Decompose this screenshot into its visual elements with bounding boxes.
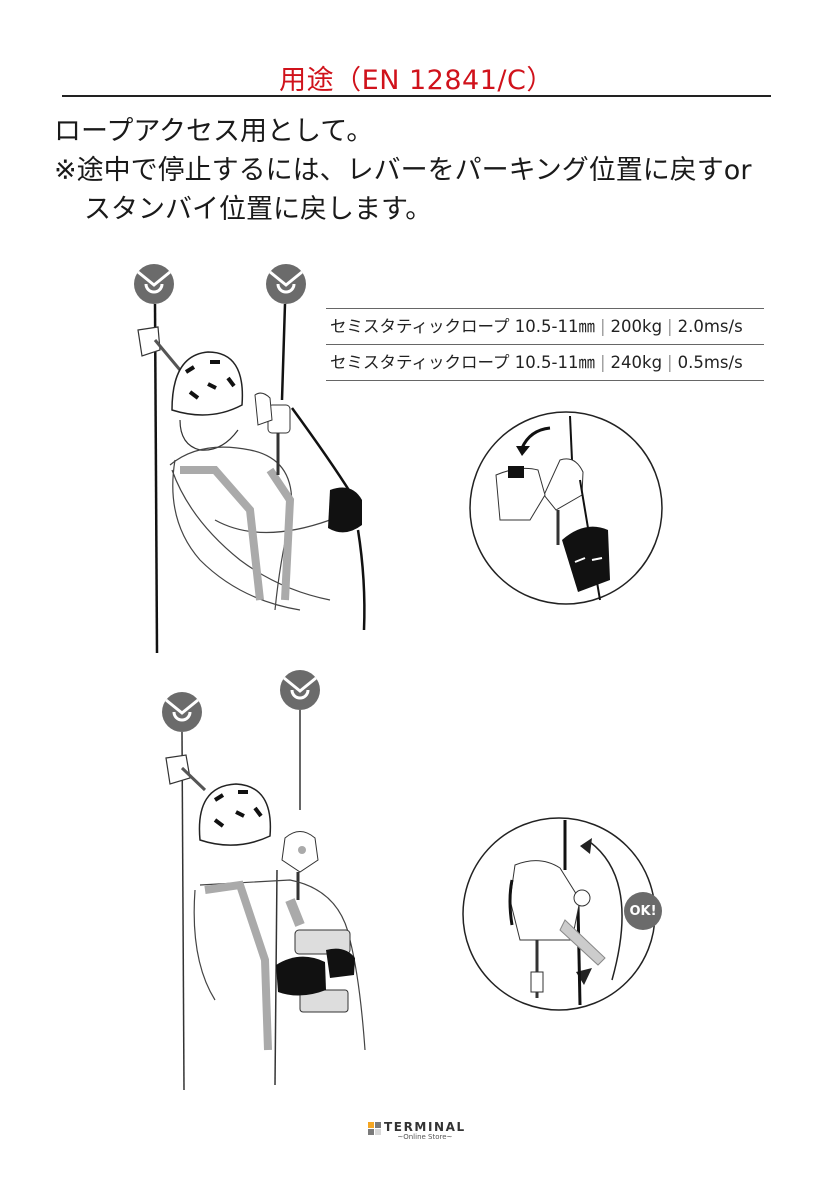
intro-line-1: ロープアクセス用として。 — [54, 116, 374, 147]
logo-subtitle: ~Online Store~ — [397, 1133, 453, 1141]
anchor-icon — [266, 264, 306, 304]
ok-badge-label: OK! — [629, 903, 657, 919]
spec-separator: | — [667, 353, 673, 372]
anchor-icon — [134, 264, 174, 304]
intro-text: ロープアクセス用として。 ※途中で停止するには、レバーをパーキング位置に戻すor… — [54, 112, 751, 229]
ok-badge: OK! — [624, 892, 662, 930]
spec-load: 200kg — [610, 317, 663, 336]
spec-rope: セミスタティックロープ 10.5-11㎜ — [330, 353, 595, 372]
logo-brand: TERMINAL — [384, 1120, 466, 1134]
title-divider — [62, 95, 771, 97]
spec-table: セミスタティックロープ 10.5-11㎜|200kg|2.0ms/s セミスタテ… — [326, 308, 764, 381]
anchor-icon — [162, 692, 202, 732]
spec-speed: 0.5ms/s — [677, 353, 743, 372]
spec-rope: セミスタティックロープ 10.5-11㎜ — [330, 317, 595, 336]
intro-line-3: スタンバイ位置に戻します。 — [84, 194, 433, 225]
page-title: 用途（EN 12841/C） — [279, 65, 554, 96]
spec-separator: | — [667, 317, 673, 336]
spec-separator: | — [599, 317, 606, 336]
spec-separator: | — [599, 353, 606, 372]
spec-speed: 2.0ms/s — [677, 317, 743, 336]
spec-row: セミスタティックロープ 10.5-11㎜|200kg|2.0ms/s — [326, 308, 764, 344]
spec-row: セミスタティックロープ 10.5-11㎜|240kg|0.5ms/s — [326, 344, 764, 381]
terminal-logo: TERMINAL ~Online Store~ — [368, 1121, 466, 1141]
spec-load: 240kg — [610, 353, 663, 372]
logo-mark-icon — [368, 1122, 381, 1135]
intro-line-2: ※途中で停止するには、レバーをパーキング位置に戻すor — [54, 155, 752, 186]
anchor-icon — [280, 670, 320, 710]
